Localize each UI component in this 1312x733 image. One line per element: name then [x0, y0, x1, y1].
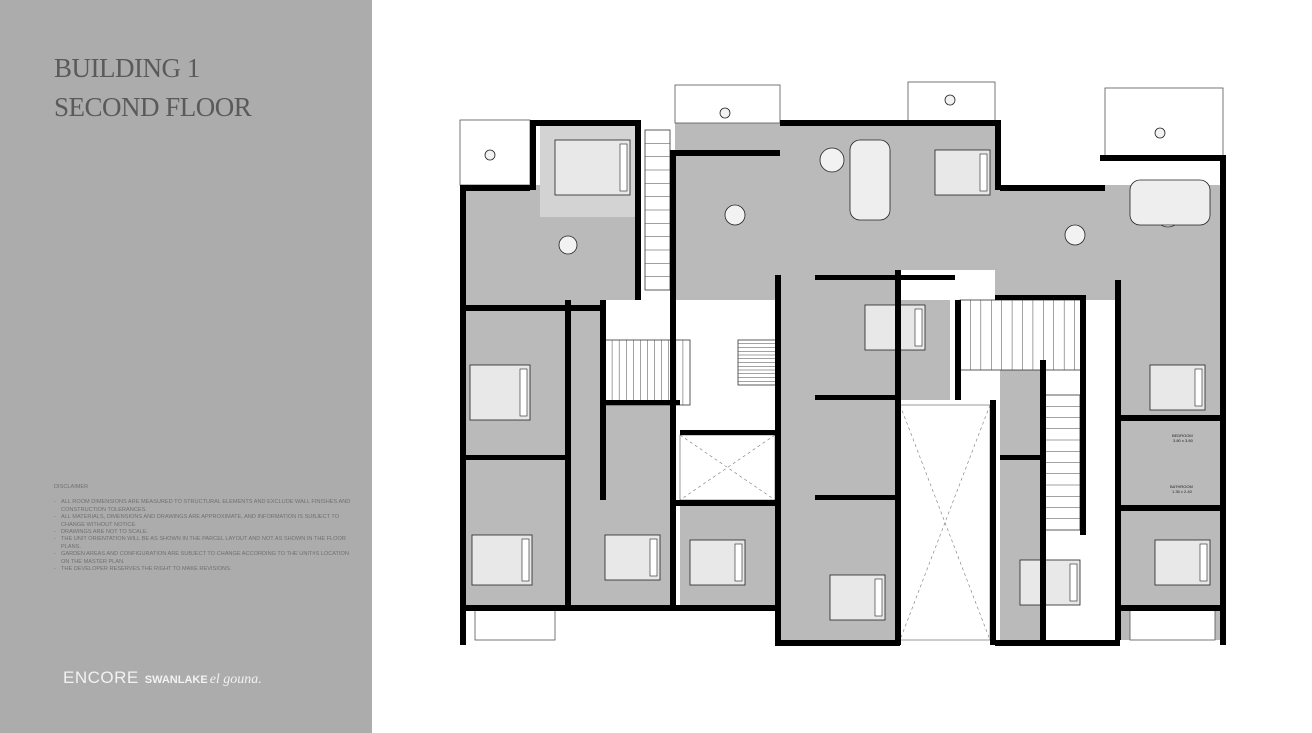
wall [565, 300, 571, 610]
wall [670, 300, 676, 610]
pillow-icon [519, 368, 528, 417]
pillow-icon [619, 143, 628, 192]
logo-elgouna: el gouna. [209, 672, 262, 687]
info-panel: BUILDING 1 SECOND FLOOR DISCLAIMER ALL R… [0, 0, 372, 733]
wall [1040, 360, 1046, 640]
disclaimer-item: GARDEN AREAS AND CONFIGURATION ARE SUBJE… [54, 551, 354, 566]
wall [460, 185, 530, 191]
walls-layer [460, 120, 1226, 646]
pillow-icon [914, 308, 923, 347]
bedroom-dims: 3.80 x 3.80 [1173, 438, 1194, 443]
wall [530, 120, 640, 126]
wall [780, 120, 900, 126]
voids-layer [605, 300, 991, 641]
room [900, 125, 995, 270]
furniture-layer [469, 94, 1211, 621]
stairs-layer [604, 129, 1086, 531]
bedroom-label: BEDROOM [1172, 433, 1193, 438]
sofa-icon [849, 139, 891, 221]
wall [1080, 295, 1086, 535]
table-icon [819, 147, 845, 173]
void-area [899, 404, 991, 641]
wall [1000, 455, 1045, 460]
wall [635, 120, 641, 300]
table-icon [1154, 127, 1166, 139]
disclaimer: DISCLAIMER ALL ROOM DIMENSIONS ARE MEASU… [54, 484, 354, 574]
wall [815, 275, 955, 280]
pillow-icon [734, 543, 743, 582]
pillow-icon [1069, 563, 1078, 602]
bed-icon [554, 139, 631, 196]
table-icon [1064, 224, 1086, 246]
wall [990, 400, 996, 645]
balcony [1129, 609, 1216, 641]
wall [670, 150, 780, 156]
pillow-icon [979, 153, 988, 192]
wall [895, 270, 901, 645]
wall [1120, 415, 1220, 421]
wall [1100, 155, 1225, 161]
room [500, 230, 600, 290]
building-title: BUILDING 1 [54, 53, 200, 83]
wall [815, 395, 895, 400]
table-icon [719, 107, 731, 119]
logo-swanlake: SWANLAKE [144, 674, 208, 686]
balcony [1104, 87, 1224, 157]
table-icon [724, 204, 746, 226]
wall [1115, 280, 1121, 640]
disclaimer-item: THE DEVELOPER RESERVES THE RIGHT TO MAKE… [54, 566, 354, 574]
disclaimer-item: DRAWINGS ARE NOT TO SCALE. [54, 529, 354, 537]
wall [775, 275, 781, 645]
table-icon [944, 94, 956, 106]
pillow-icon [1199, 543, 1208, 582]
wall [1000, 185, 1105, 191]
sofa-icon [1129, 179, 1211, 226]
wall [670, 150, 676, 300]
wall [680, 430, 775, 435]
wall [815, 495, 895, 500]
room [1115, 280, 1225, 640]
disclaimer-item: THE UNIT ORIENTATION WILL BE AS SHOWN IN… [54, 536, 354, 551]
room [600, 405, 675, 500]
wall [995, 295, 1085, 300]
bathroom-label: BATHROOM [1170, 484, 1193, 489]
wall [530, 120, 536, 190]
pillow-icon [874, 578, 883, 617]
disclaimer-item: ALL ROOM DIMENSIONS ARE MEASURED TO STRU… [54, 499, 354, 514]
bathroom-dims: 1.35 x 2.40 [1172, 489, 1193, 494]
corridor [605, 300, 775, 340]
disclaimer-heading: DISCLAIMER [54, 484, 89, 490]
pillow-icon [649, 538, 658, 577]
floor-title: SECOND FLOOR [54, 92, 252, 122]
table-icon [484, 149, 496, 161]
void-cross [679, 434, 776, 501]
brand-logo: ENCORE SWANLAKE el gouna. [63, 668, 262, 688]
wall [995, 640, 1120, 646]
wall [895, 120, 1000, 126]
balcony [459, 119, 531, 186]
wall [460, 185, 466, 645]
wall [1115, 605, 1225, 611]
void-cross [679, 434, 776, 501]
wall [955, 300, 961, 400]
logo-encore: ENCORE [63, 668, 139, 687]
pillow-icon [1194, 368, 1203, 407]
wall [995, 120, 1001, 190]
wall [1220, 155, 1226, 645]
wall [460, 305, 600, 311]
wall [675, 500, 780, 506]
wall [775, 640, 900, 646]
disclaimer-item: ALL MATERIALS, DIMENSIONS AND DRAWINGS A… [54, 514, 354, 529]
wall [460, 455, 570, 460]
wall [670, 605, 780, 611]
wall [600, 400, 680, 405]
pillow-icon [521, 538, 530, 582]
balcony [474, 609, 556, 641]
table-icon [558, 235, 578, 255]
balcony [907, 81, 996, 123]
wall [1120, 505, 1220, 511]
